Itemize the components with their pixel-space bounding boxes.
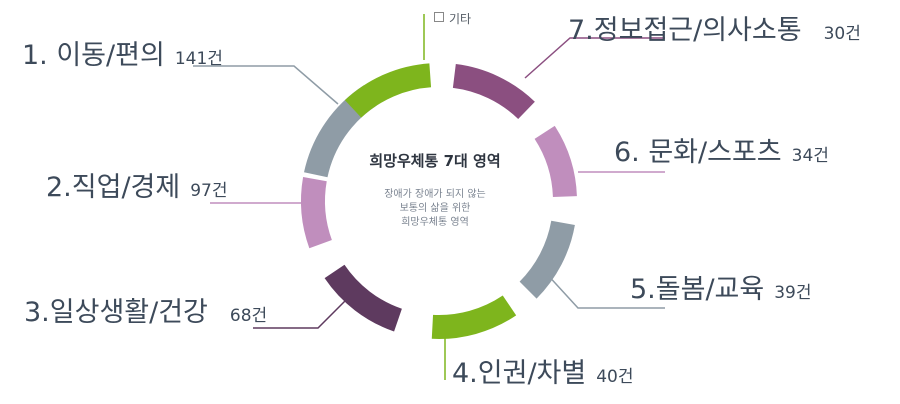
leader-line-daily-life bbox=[253, 287, 359, 329]
area-count: 39건 bbox=[774, 283, 812, 303]
area-label-daily-life: 3.일상생활/건강 68건 bbox=[24, 290, 267, 329]
area-label-mobility: 1. 이동/편의 141건 bbox=[22, 33, 223, 72]
segment-care-education bbox=[519, 220, 575, 299]
segment-employment bbox=[300, 177, 332, 249]
center-title: 희망우체통 7대 영역 bbox=[369, 152, 501, 170]
area-name: 4.인권/차별 bbox=[452, 358, 587, 389]
area-count: 68건 bbox=[229, 306, 268, 326]
leader-line-mobility bbox=[193, 65, 339, 105]
area-name: 2.직업/경제 bbox=[46, 172, 181, 203]
area-name: 5.돌봄/교육 bbox=[630, 274, 765, 305]
segment-etc bbox=[344, 63, 432, 118]
area-label-culture-sports: 6. 문화/스포츠 34건 bbox=[614, 130, 829, 169]
segment-culture-sports bbox=[534, 125, 577, 198]
leader-line-information-access bbox=[524, 37, 665, 79]
area-name: 6. 문화/스포츠 bbox=[614, 137, 782, 168]
area-count: 141건 bbox=[174, 49, 223, 69]
area-label-human-rights: 4.인권/차별 40건 bbox=[452, 351, 634, 390]
segment-information-access bbox=[452, 64, 535, 119]
etc-legend: 기타 bbox=[434, 10, 471, 27]
area-label-care-education: 5.돌봄/교육 39건 bbox=[630, 267, 812, 306]
area-count: 97건 bbox=[190, 181, 228, 201]
area-name: 7.정보접근/의사소통 bbox=[568, 15, 802, 46]
center-subtitle-line: 희망우체통 영역 bbox=[401, 217, 469, 228]
area-label-information-access: 7.정보접근/의사소통 30건 bbox=[568, 8, 861, 47]
area-name: 1. 이동/편의 bbox=[22, 40, 165, 71]
area-label-employment: 2.직업/경제 97건 bbox=[46, 165, 228, 204]
area-count: 30건 bbox=[823, 24, 861, 44]
etc-checkbox-icon bbox=[434, 12, 444, 22]
segment-daily-life bbox=[324, 264, 402, 332]
area-count: 34건 bbox=[791, 146, 829, 166]
area-count: 40건 bbox=[596, 367, 634, 387]
center-subtitle: 장애가 장애가 되지 않는 보통의 삶을 위한 희망우체통 영역 bbox=[340, 188, 530, 230]
area-name: 3.일상생활/건강 bbox=[24, 297, 208, 328]
etc-label: 기타 bbox=[449, 12, 472, 26]
segment-human-rights bbox=[431, 295, 517, 339]
center-subtitle-line: 장애가 장애가 되지 않는 bbox=[384, 189, 486, 200]
leader-line-care-education bbox=[544, 271, 665, 309]
center-subtitle-line: 보통의 삶을 위한 bbox=[399, 203, 471, 214]
